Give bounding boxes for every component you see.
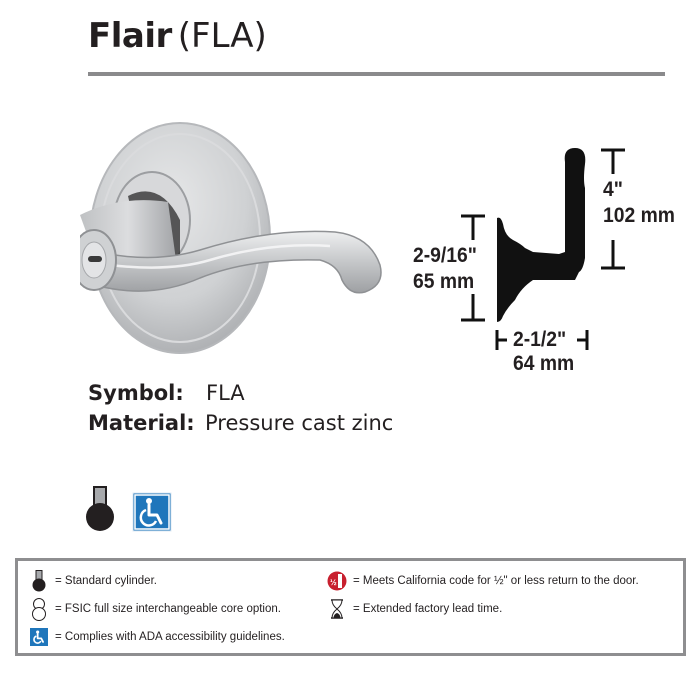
material-label: Material: [88, 411, 195, 435]
fsic-core-icon [28, 597, 50, 621]
product-code: (FLA) [177, 16, 267, 56]
projection-mm: 64 mm [513, 352, 575, 375]
symbol-label: Symbol: [88, 381, 184, 405]
hourglass-icon [326, 597, 348, 621]
product-name: Flair [88, 16, 172, 56]
rose-diameter-mm: 65 mm [413, 270, 475, 293]
california-code-icon: ½ [326, 569, 348, 593]
product-specs: Symbol: FLA Material: Pressure cast zinc [88, 378, 393, 438]
legend-text: = Meets California code for ½" or less r… [353, 575, 639, 587]
product-photo [71, 100, 400, 370]
rose-diameter-inches: 2-9/16" [413, 244, 477, 267]
lever-height-inches: 4" [603, 178, 623, 201]
legend-text: = Extended factory lead time. [353, 603, 503, 615]
legend-text: = Standard cylinder. [55, 575, 157, 587]
title-divider [88, 72, 665, 76]
legend-ada: = Complies with ADA accessibility guidel… [28, 625, 285, 649]
legend-standard-cylinder: = Standard cylinder. [28, 569, 157, 593]
legend-text: = Complies with ADA accessibility guidel… [55, 631, 285, 643]
standard-cylinder-icon [28, 569, 50, 593]
standard-cylinder-icon [86, 486, 114, 531]
lever-height-mm: 102 mm [603, 204, 675, 227]
projection-inches: 2-1/2" [513, 328, 567, 351]
icon-legend: = Standard cylinder. = FSIC full size in… [15, 558, 686, 656]
material-value: Pressure cast zinc [205, 411, 394, 435]
ada-accessible-icon [28, 625, 50, 649]
legend-california-code: ½ = Meets California code for ½" or less… [326, 569, 639, 593]
profile-dimension-diagram: 4" 102 mm 2-9/16" 65 mm 2-1/2" 64 mm [405, 140, 695, 380]
feature-badges [84, 486, 172, 532]
lever-profile-silhouette [461, 148, 625, 350]
lever-handle-illustration [71, 122, 382, 354]
legend-lead-time: = Extended factory lead time. [326, 597, 502, 621]
page-title: Flair(FLA) [88, 14, 267, 58]
ada-accessible-icon [132, 492, 172, 532]
legend-text: = FSIC full size interchangeable core op… [55, 603, 281, 615]
spec-material: Material: Pressure cast zinc [88, 408, 393, 438]
svg-text:½: ½ [330, 578, 337, 587]
symbol-value: FLA [206, 381, 245, 405]
legend-fsic-core: = FSIC full size interchangeable core op… [28, 597, 281, 621]
spec-symbol: Symbol: FLA [88, 378, 393, 408]
